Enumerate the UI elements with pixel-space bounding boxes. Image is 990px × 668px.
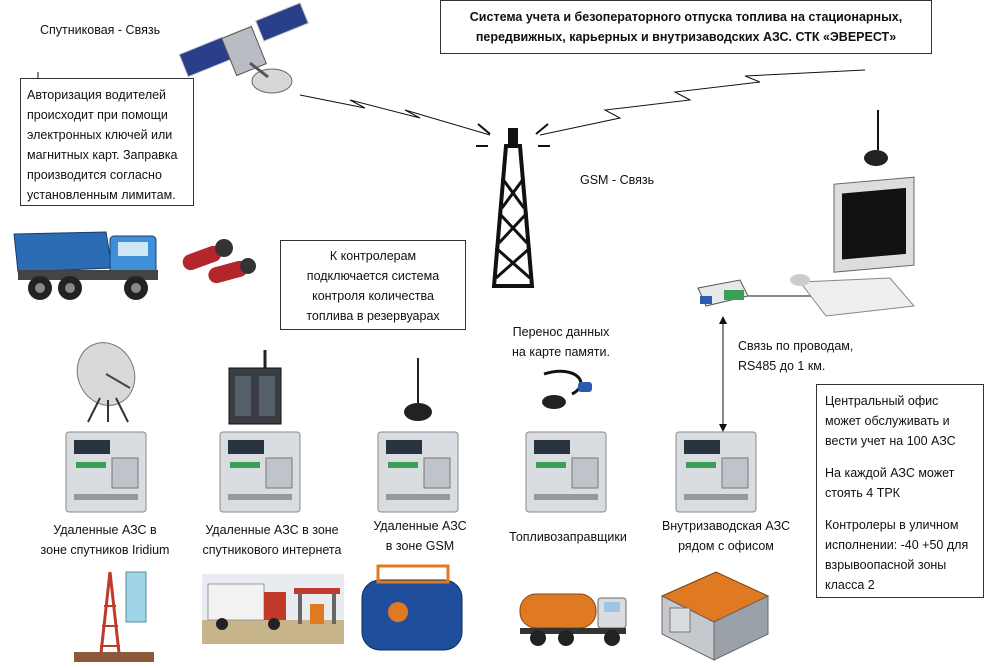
station-label-sat-internet: Удаленные АЗС в зоне спутникового интерн… [202, 523, 342, 557]
memory-card-reader-icon [542, 369, 592, 409]
truck-station-photo [202, 574, 344, 644]
fuel-tanker-truck-icon [519, 593, 627, 646]
station-label-tankers: Топливозаправщики [509, 530, 627, 544]
office-info-box: Центральный офис может обслуживать и вес… [816, 384, 984, 598]
office-text-3: Контролеры в уличном исполнении: -40 +50… [825, 518, 969, 592]
gsm-tower-icon [476, 123, 550, 288]
rs485-converter-icon [697, 279, 749, 307]
page-title: Система учета и безоператорного отпуска … [469, 10, 903, 44]
controller-unit [675, 431, 757, 513]
controller-unit [219, 431, 301, 513]
satellite-dish-icon [76, 342, 136, 423]
gsm-label: GSM - Связь [580, 173, 655, 187]
electronic-key-icon [182, 239, 256, 284]
title-box: Система учета и безоператорного отпуска … [440, 0, 932, 54]
gsm-link [539, 69, 866, 136]
controllers-info-box: К контролерам подключается система контр… [280, 240, 466, 330]
office-text-1: Центральный офис может обслуживать и вес… [825, 394, 956, 448]
drilling-rig-icon [74, 571, 154, 663]
station-label-iridium: Удаленные АЗС в зоне спутников Iridium [40, 523, 170, 557]
container-station-icon [660, 571, 770, 661]
memory-card-label: Перенос данных на карте памяти. [512, 325, 610, 359]
authorization-text: Авторизация водителей происходит при пом… [27, 88, 178, 202]
satellite-label: Спутниковая - Связь [40, 23, 161, 37]
satellite-icon [178, 2, 310, 94]
computer-icon [790, 110, 915, 317]
dump-truck-icon [13, 231, 158, 300]
antenna-icon [404, 358, 432, 421]
controller-unit [525, 431, 607, 513]
station-label-internal: Внутризаводская АЗС рядом с офисом [661, 519, 791, 553]
fuel-tank-icon [361, 564, 463, 651]
controller-unit [377, 431, 459, 513]
authorization-info-box: Авторизация водителей происходит при пом… [20, 78, 194, 206]
controllers-text: К контролерам подключается система контр… [306, 249, 440, 323]
wired-label: Связь по проводам, RS485 до 1 км. [738, 339, 854, 373]
arrow-head-down [719, 424, 727, 432]
controller-unit [65, 431, 147, 513]
arrow-head-up [719, 316, 727, 324]
station-label-gsm: Удаленные АЗС в зоне GSM [373, 519, 467, 553]
office-text-2: На каждой АЗС может стоять 4 ТРК [825, 466, 955, 500]
satellite-link [299, 94, 491, 136]
router-icon [228, 350, 282, 425]
